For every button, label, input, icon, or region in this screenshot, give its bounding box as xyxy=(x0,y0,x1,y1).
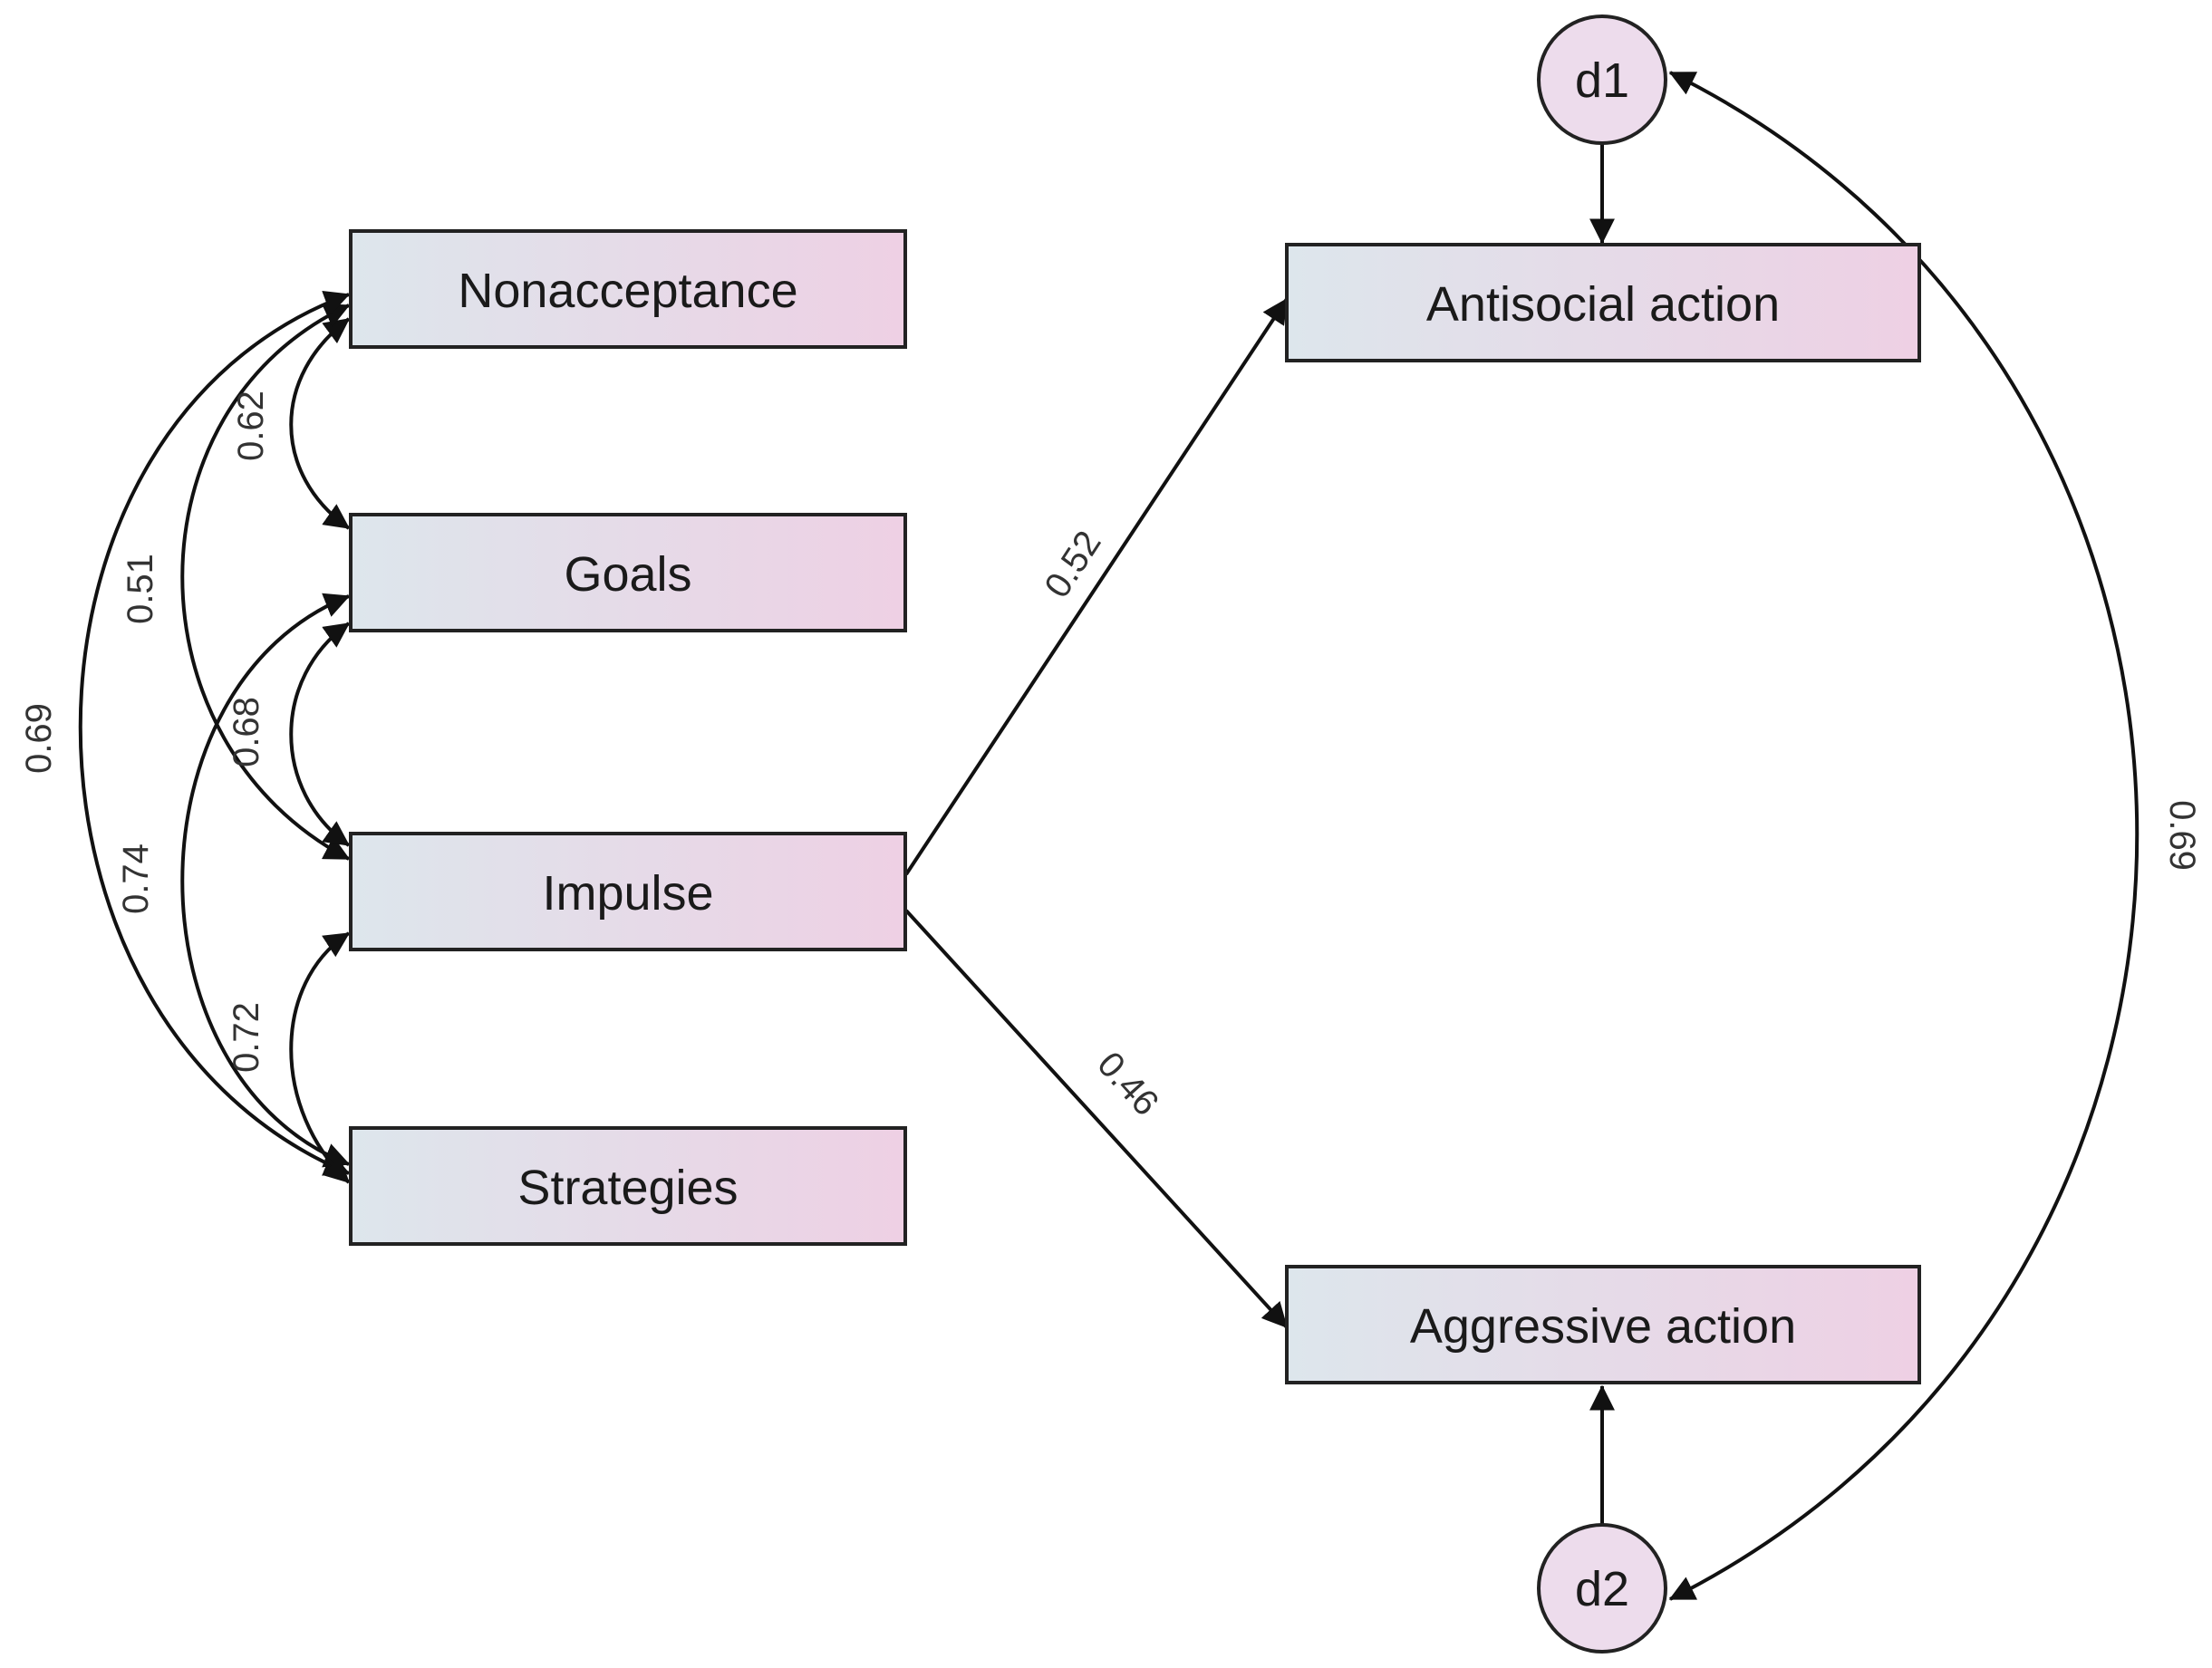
node-antisocial-action: Antisocial action xyxy=(1285,243,1921,362)
node-impulse-label: Impulse xyxy=(542,866,713,921)
cov-impulse-strategies-edge xyxy=(289,931,351,1184)
coef-d1-d2: 0.69 xyxy=(2162,800,2202,871)
coef-goals-strategies: 0.74 xyxy=(116,844,156,914)
coef-goals-impulse: 0.68 xyxy=(227,697,266,767)
node-d2-label: d2 xyxy=(1575,1562,1629,1616)
cov-nonacceptance-goals-edge xyxy=(289,317,351,530)
node-aggressive-action-label: Aggressive action xyxy=(1410,1299,1796,1354)
cov-nonacceptance-impulse-edge xyxy=(180,304,351,861)
coef-impulse-aggressive: 0.46 xyxy=(1089,1045,1166,1123)
node-d1-label: d1 xyxy=(1575,53,1629,108)
path-impulse-aggressive-edge xyxy=(904,909,1289,1329)
coef-nonacceptance-goals: 0.62 xyxy=(231,390,271,461)
coef-impulse-antisocial: 0.52 xyxy=(1037,524,1108,604)
node-goals-label: Goals xyxy=(564,547,691,602)
node-nonacceptance-label: Nonacceptance xyxy=(458,264,797,318)
node-d2: d2 xyxy=(1537,1523,1667,1654)
coefficient-labels: 0.62 0.51 0.69 0.68 0.74 0.72 0.52 0.46 … xyxy=(19,390,2202,1123)
coef-nonacceptance-impulse: 0.51 xyxy=(121,554,160,624)
node-strategies-label: Strategies xyxy=(517,1161,738,1215)
node-antisocial-action-label: Antisocial action xyxy=(1426,277,1780,332)
cov-goals-impulse-edge xyxy=(289,622,351,847)
node-goals: Goals xyxy=(349,513,907,632)
cov-nonacceptance-strategies-edge xyxy=(78,291,351,1176)
covariance-edges xyxy=(78,291,351,1184)
cov-goals-strategies-edge xyxy=(180,593,351,1168)
node-aggressive-action: Aggressive action xyxy=(1285,1265,1921,1384)
coef-impulse-strategies: 0.72 xyxy=(227,1002,266,1073)
node-nonacceptance: Nonacceptance xyxy=(349,229,907,349)
coef-nonacceptance-strategies: 0.69 xyxy=(19,703,59,774)
node-strategies: Strategies xyxy=(349,1126,907,1246)
path-impulse-antisocial-edge xyxy=(904,297,1289,876)
node-d1: d1 xyxy=(1537,14,1667,145)
node-impulse: Impulse xyxy=(349,832,907,951)
